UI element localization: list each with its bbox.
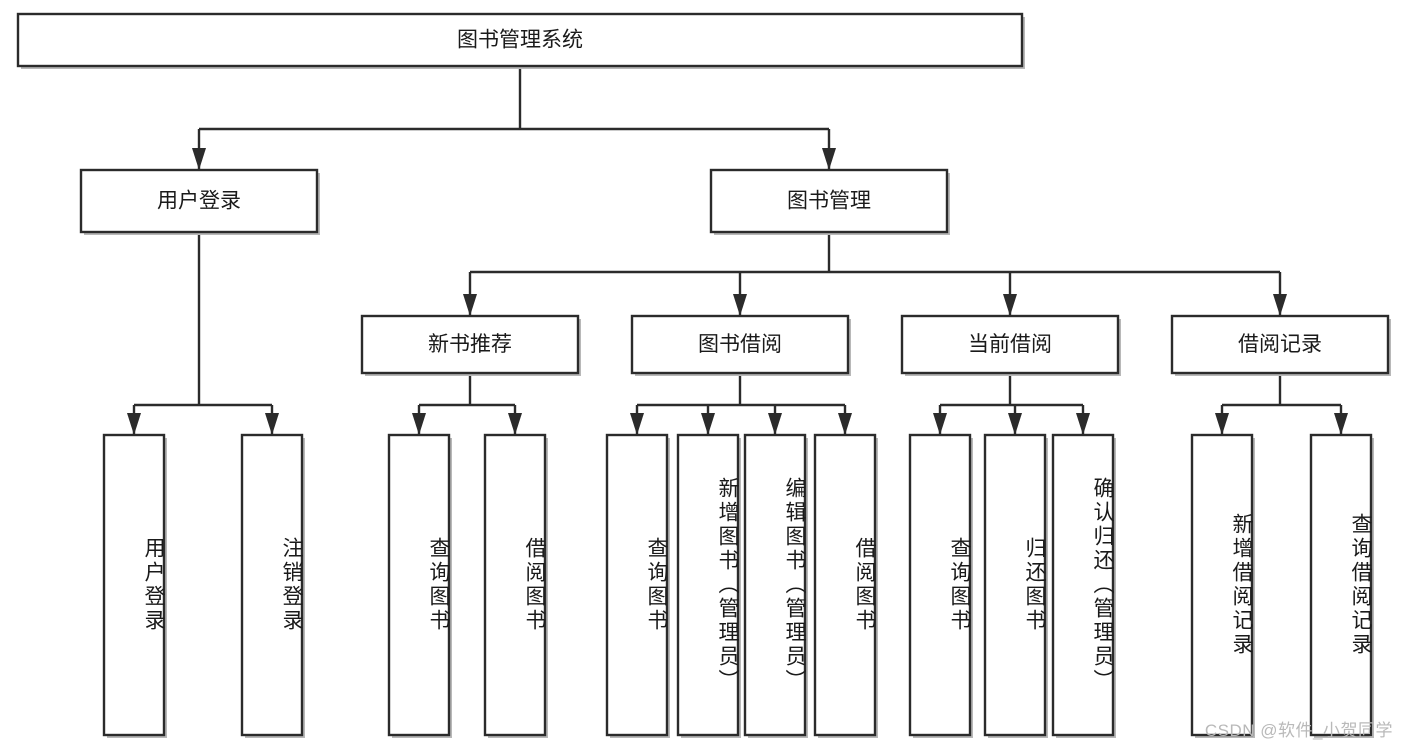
node-box-leaf-edit-book[interactable] <box>743 433 807 737</box>
arrow-head-icon <box>1215 413 1229 435</box>
arrow-head-icon <box>630 413 644 435</box>
arrow-head-icon <box>733 294 747 316</box>
node-box-leaf-borrow-book[interactable] <box>813 433 877 737</box>
arrow-head-icon <box>192 148 206 170</box>
arrow-head-icon <box>412 413 426 435</box>
arrow-head-icon <box>508 413 522 435</box>
node-label: 用户登录 <box>157 190 241 213</box>
node-box-leaf-logout[interactable] <box>240 433 304 737</box>
node-box-leaf-return-book[interactable] <box>983 433 1047 737</box>
node-box-leaf-add-record[interactable] <box>1190 433 1254 737</box>
arrow-head-icon <box>822 148 836 170</box>
boxes-layer <box>16 12 1391 738</box>
node-label: 借阅记录 <box>1238 333 1322 356</box>
arrow-head-icon <box>265 413 279 435</box>
arrow-head-icon <box>1076 413 1090 435</box>
arrow-head-icon <box>768 413 782 435</box>
node-box-leaf-confirm-return[interactable] <box>1051 433 1115 737</box>
node-box-leaf-add-book[interactable] <box>676 433 740 737</box>
node-box-leaf-query-book-current[interactable] <box>908 433 972 737</box>
node-box-leaf-query-book-rec[interactable] <box>387 433 451 737</box>
node-box-leaf-user-login[interactable] <box>102 433 166 737</box>
node-box-book-borrow[interactable] <box>630 314 850 375</box>
arrow-head-icon <box>463 294 477 316</box>
node-label: 新书推荐 <box>428 333 512 356</box>
node-box-leaf-query-book-borrow[interactable] <box>605 433 669 737</box>
arrow-head-icon <box>1334 413 1348 435</box>
node-label: 图书借阅 <box>698 333 782 356</box>
node-box-leaf-borrow-book-rec[interactable] <box>483 433 547 737</box>
node-label: 图书管理系统 <box>457 29 583 52</box>
node-box-root[interactable] <box>16 12 1024 68</box>
node-box-new-book-recommend[interactable] <box>360 314 580 375</box>
node-box-book-management[interactable] <box>709 168 949 234</box>
csdn-watermark: CSDN @软件_小贺同学 <box>1204 721 1393 740</box>
node-box-leaf-query-record[interactable] <box>1309 433 1373 737</box>
arrow-head-icon <box>701 413 715 435</box>
node-label: 图书管理 <box>787 190 871 213</box>
arrow-head-icon <box>838 413 852 435</box>
arrow-head-icon <box>1008 413 1022 435</box>
arrow-head-icon <box>933 413 947 435</box>
node-box-current-borrow[interactable] <box>900 314 1120 375</box>
node-label: 当前借阅 <box>968 333 1052 356</box>
node-box-user-login[interactable] <box>79 168 319 234</box>
node-box-borrow-records[interactable] <box>1170 314 1390 375</box>
arrow-head-icon <box>1003 294 1017 316</box>
arrow-head-icon <box>1273 294 1287 316</box>
connectors-layer <box>127 66 1348 435</box>
arrow-head-icon <box>127 413 141 435</box>
